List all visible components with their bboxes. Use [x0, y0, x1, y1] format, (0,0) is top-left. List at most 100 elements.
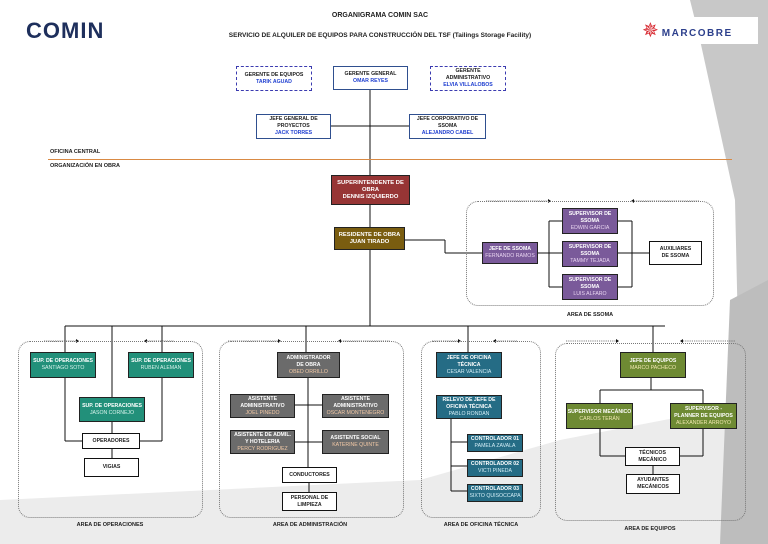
- comin-logo: COMIN: [26, 18, 104, 44]
- node-gerente-general[interactable]: GERENTE GENERAL OMAR REYES: [333, 66, 408, 90]
- role: SUP. DE OPERACIONES: [131, 358, 191, 364]
- node-vigias[interactable]: VIGIAS: [84, 458, 139, 477]
- name: CARLOS TERÁN: [579, 416, 620, 422]
- node-gerente-equipos[interactable]: GERENTE DE EQUIPOS TARIK AGUAD: [236, 66, 312, 91]
- node-ayudantes-mecanicos[interactable]: AYUDANTES MECÁNICOS: [626, 474, 680, 494]
- label: AYUDANTES MECÁNICOS: [637, 477, 669, 490]
- marcobre-star-icon: ✵: [642, 20, 659, 42]
- name: ALEXANDER ARROYO: [675, 419, 732, 426]
- chart-title: ORGANIGRAMA COMIN SAC: [331, 12, 429, 19]
- node-jefe-ssoma-corporativo[interactable]: JEFE CORPORATIVO DE SSOMA ALEJANDRO CABE…: [409, 114, 486, 139]
- role: RESIDENTE DE OBRA: [338, 231, 401, 238]
- node-sup-operaciones-2[interactable]: SUP. DE OPERACIONES RUBEN ALEMAN: [128, 352, 194, 378]
- node-relevo-jefe-oficina-tecnica[interactable]: RELEVO DE JEFE DE OFICINA TÉCNICA PABLO …: [436, 395, 502, 419]
- label: TÉCNICOS MECÁNICO: [638, 449, 667, 463]
- node-residente[interactable]: RESIDENTE DE OBRA JUAN TIRADO: [334, 227, 405, 250]
- name: KATERINE QUINTE: [332, 442, 379, 448]
- node-operadores[interactable]: OPERADORES: [82, 433, 140, 449]
- node-controlador-02[interactable]: CONTROLADOR 02 VICTI PINEDA: [467, 459, 523, 477]
- area-oficina-tecnica-label: AREA DE OFICINA TÉCNICA: [443, 522, 519, 528]
- marcobre-logo-text: MARCOBRE: [661, 28, 733, 39]
- section-oficina-central: OFICINA CENTRAL: [50, 149, 101, 155]
- node-administrador-obra[interactable]: ADMINISTRADOR DE OBRA OBED ORRILLO: [277, 352, 340, 378]
- name: DENNIS IZQUIERDO: [342, 193, 399, 200]
- marcobre-logo: ✵ MARCOBRE: [640, 17, 758, 44]
- area-administracion-label: AREA DE ADMINISTRACIÓN: [272, 522, 348, 528]
- area-operaciones-label: AREA DE OPERACIONES: [76, 522, 144, 528]
- name: FERNANDO RAMOS: [485, 253, 535, 259]
- node-supervisor-ssoma-1[interactable]: SUPERVISOR DE SSOMA EDWIN GARCIA: [562, 208, 618, 234]
- name: JASON CORNEJO: [89, 409, 135, 416]
- name: JACK TORRES: [274, 130, 313, 136]
- section-divider: [48, 159, 732, 160]
- name: LUIS ALFARO: [573, 290, 607, 297]
- node-jefe-equipos[interactable]: JEFE DE EQUIPOS MARCO PACHECO: [620, 352, 686, 378]
- node-gerente-administrativo[interactable]: GERENTE ADMINISTRATIVO ELVIA VILLALOBOS: [430, 66, 506, 91]
- node-sup-operaciones-1[interactable]: SUP. DE OPERACIONES SANTIAGO SOTO: [30, 352, 96, 378]
- role: RELEVO DE JEFE DE OFICINA TÉCNICA: [442, 396, 496, 410]
- role: ASISTENTE ADMINISTRATIVO: [240, 395, 285, 409]
- role: SUPERVISOR DE SSOMA: [568, 210, 612, 224]
- node-asistente-social[interactable]: ASISTENTE SOCIAL KATERINE QUINTE: [322, 430, 389, 454]
- node-personal-limpieza[interactable]: PERSONAL DE LIMPIEZA: [282, 492, 337, 511]
- role: SUPERVISOR DE SSOMA: [568, 243, 612, 257]
- area-ssoma: [466, 201, 714, 306]
- node-superintendente[interactable]: SUPERINTENDENTE DE OBRA DENNIS IZQUIERDO: [331, 175, 410, 205]
- role: ASISTENTE SOCIAL: [330, 435, 381, 441]
- name: PAMELA ZAVALA: [474, 443, 516, 449]
- node-asistente-administrativo-2[interactable]: ASISTENTE ADMINISTRATIVO OSCAR MONTENEGR…: [322, 394, 389, 418]
- node-jefe-oficina-tecnica[interactable]: JEFE DE OFICINA TÉCNICA CESAR VALENCIA: [436, 352, 502, 378]
- role: ASISTENTE ADMINISTRATIVO: [333, 395, 378, 409]
- name: OMAR REYES: [353, 78, 388, 84]
- role: GERENTE DE EQUIPOS: [244, 71, 304, 78]
- role: SUPERINTENDENTE DE OBRA: [337, 179, 404, 193]
- name: PABLO RONDAN: [448, 410, 490, 417]
- chart-subtitle: SERVICIO DE ALQUILER DE EQUIPOS PARA CON…: [228, 32, 532, 39]
- role: CONTROLADOR 02: [470, 461, 520, 467]
- name: OSCAR MONTENEGRO: [326, 409, 385, 416]
- node-sup-operaciones-3[interactable]: SUP. DE OPERACIONES JASON CORNEJO: [79, 397, 145, 422]
- role: GERENTE GENERAL: [344, 71, 397, 77]
- comin-logo-text: COMIN: [26, 18, 105, 43]
- node-controlador-03[interactable]: CONTROLADOR 03 SIXTO QUISOCCAPA: [467, 484, 523, 502]
- node-jefe-proyectos[interactable]: JEFE GENERAL DE PROYECTOS JACK TORRES: [256, 114, 331, 139]
- node-supervisor-mecanico[interactable]: SUPERVISOR MECÁNICO CARLOS TERÁN: [566, 403, 633, 429]
- name: CESAR VALENCIA: [446, 368, 492, 375]
- name: SIXTO QUISOCCAPA: [469, 493, 521, 499]
- role: CONTROLADOR 01: [470, 436, 520, 442]
- name: JUAN TIRADO: [349, 238, 390, 245]
- role: GERENTE ADMINISTRATIVO: [445, 68, 491, 81]
- node-jefe-ssoma[interactable]: JEFE DE SSOMA FERNANDO RAMOS: [482, 242, 538, 264]
- name: EDWIN GARCIA: [570, 224, 610, 231]
- name: MARCO PACHECO: [629, 365, 677, 371]
- name: JOEL PINEDO: [245, 409, 280, 416]
- role: SUP. DE OPERACIONES: [82, 402, 142, 409]
- node-controlador-01[interactable]: CONTROLADOR 01 PAMELA ZAVALA: [467, 434, 523, 452]
- node-asistente-administrativo-1[interactable]: ASISTENTE ADMINISTRATIVO JOEL PINEDO: [230, 394, 295, 418]
- node-auxiliares-ssoma[interactable]: AUXILIARES DE SSOMA: [649, 241, 702, 265]
- name: ALEJANDRO CABEL: [421, 130, 474, 136]
- section-organizacion-obra: ORGANIZACIÓN EN OBRA: [50, 163, 120, 169]
- role: JEFE CORPORATIVO DE SSOMA: [416, 116, 479, 129]
- node-conductores[interactable]: CONDUCTORES: [282, 467, 337, 483]
- area-oficina-tecnica: [421, 341, 541, 518]
- name: VICTI PINEDA: [477, 468, 512, 474]
- role: SUPERVISOR MECÁNICO: [567, 409, 632, 415]
- area-equipos-label: AREA DE EQUIPOS: [624, 526, 676, 532]
- role: SUP. DE OPERACIONES: [33, 358, 93, 364]
- role: ASISTENTE DE ADMIL. Y HOTELERIA: [234, 431, 291, 445]
- name: TARIK AGUAD: [256, 78, 292, 85]
- area-equipos: [555, 343, 746, 521]
- node-tecnicos-mecanico[interactable]: TÉCNICOS MECÁNICO: [625, 447, 680, 466]
- label: CONDUCTORES: [289, 471, 330, 478]
- role: JEFE DE SSOMA: [488, 246, 532, 252]
- node-asistente-hoteleria[interactable]: ASISTENTE DE ADMIL. Y HOTELERIA PERCY RO…: [230, 430, 295, 454]
- role: ADMINISTRADOR DE OBRA: [286, 354, 331, 368]
- area-ssoma-label: AREA DE SSOMA: [566, 312, 614, 318]
- role: SUPERVISOR DE SSOMA: [568, 276, 612, 290]
- name: RUBEN ALEMAN: [140, 365, 182, 371]
- node-supervisor-planner[interactable]: SUPERVISOR - PLANNER DE EQUIPOS ALEXANDE…: [670, 403, 737, 429]
- node-supervisor-ssoma-2[interactable]: SUPERVISOR DE SSOMA TAMMY TEJADA: [562, 241, 618, 267]
- node-supervisor-ssoma-3[interactable]: SUPERVISOR DE SSOMA LUIS ALFARO: [562, 274, 618, 300]
